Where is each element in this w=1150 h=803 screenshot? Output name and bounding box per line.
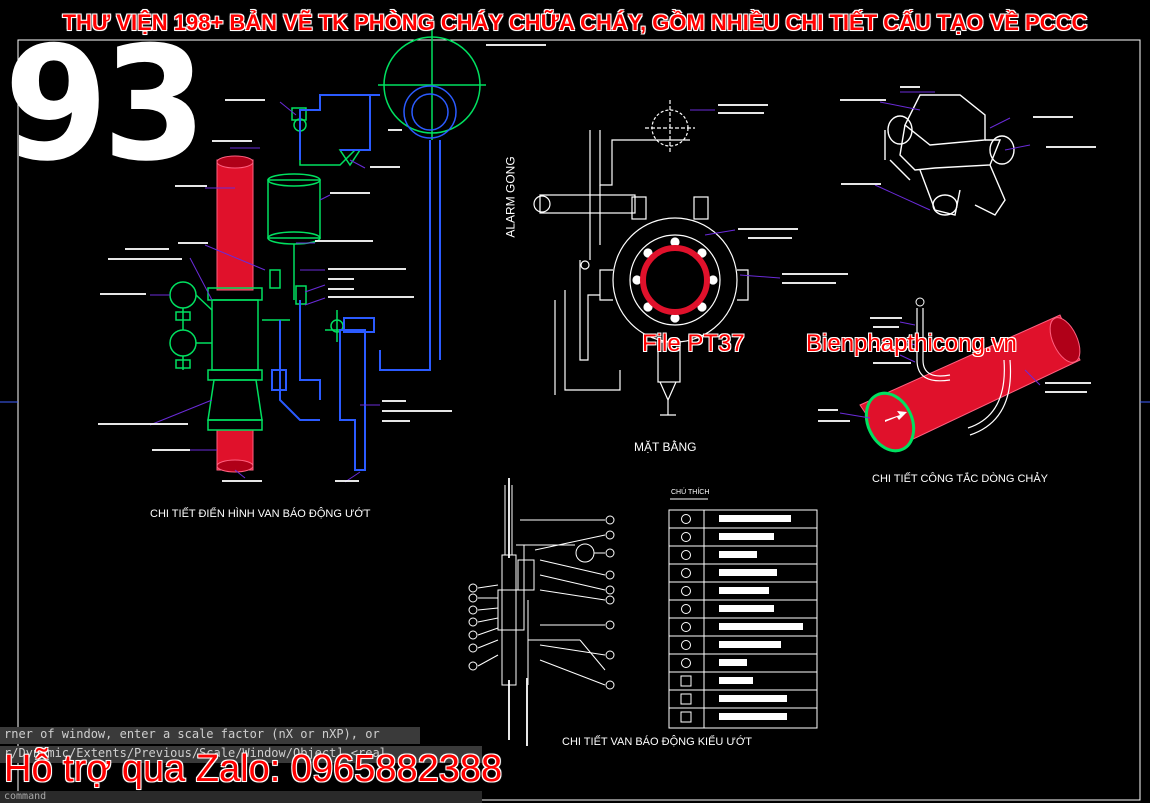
command-input-prompt: command <box>4 791 47 802</box>
drawing-frame <box>0 39 1150 801</box>
caption-legend-title: CHÚ THÍCH <box>671 489 710 496</box>
command-input[interactable]: command <box>0 791 482 803</box>
file-code-watermark: File PT37 <box>642 330 745 357</box>
plan-view <box>533 100 749 416</box>
caption-wet-alarm-valve-type: CHI TIẾT VAN BÁO ĐỘNG KIỂU ƯỚT <box>562 736 752 748</box>
command-history-text-1: rner of window, enter a scale factor (nX… <box>4 727 380 741</box>
website-watermark[interactable]: Bienphapthicong.vn <box>806 330 1017 357</box>
zalo-support-watermark: Hỗ trợ qua Zalo: 0965882388 <box>4 748 503 790</box>
command-history-line-2: r/Dynamic/Extents/Previous/Scale/Window/… <box>0 746 482 763</box>
wet-alarm-valve-detail <box>149 30 486 483</box>
flow-switch-leaders <box>839 321 1041 419</box>
library-number: 93 <box>4 13 207 197</box>
caption-wet-alarm-valve: CHI TIẾT ĐIỂN HÌNH VAN BÁO ĐỘNG ƯỚT <box>150 508 371 520</box>
flow-switch-detail <box>859 297 1081 453</box>
caption-plan: MẶT BẰNG <box>634 440 697 454</box>
actuator-detail <box>884 94 1015 216</box>
legend-entries <box>680 514 803 723</box>
plan-leaders <box>690 109 781 279</box>
caption-flow-switch: CHI TIẾT CÔNG TẮC DÒNG CHẢY <box>872 473 1049 485</box>
actuator-leaders <box>874 91 1031 211</box>
caption-alarm-gong: ALARM GONG <box>503 156 518 238</box>
tiny-annotations <box>98 44 1096 746</box>
command-history-text-2: r/Dynamic/Extents/Previous/Scale/Window/… <box>4 746 387 760</box>
plan-valve-core <box>640 245 710 315</box>
command-history-line-1: rner of window, enter a scale factor (nX… <box>0 727 420 744</box>
banner-title: THƯ VIỆN 198+ BẢN VẼ TK PHÒNG CHÁY CHỮA … <box>62 10 1088 35</box>
